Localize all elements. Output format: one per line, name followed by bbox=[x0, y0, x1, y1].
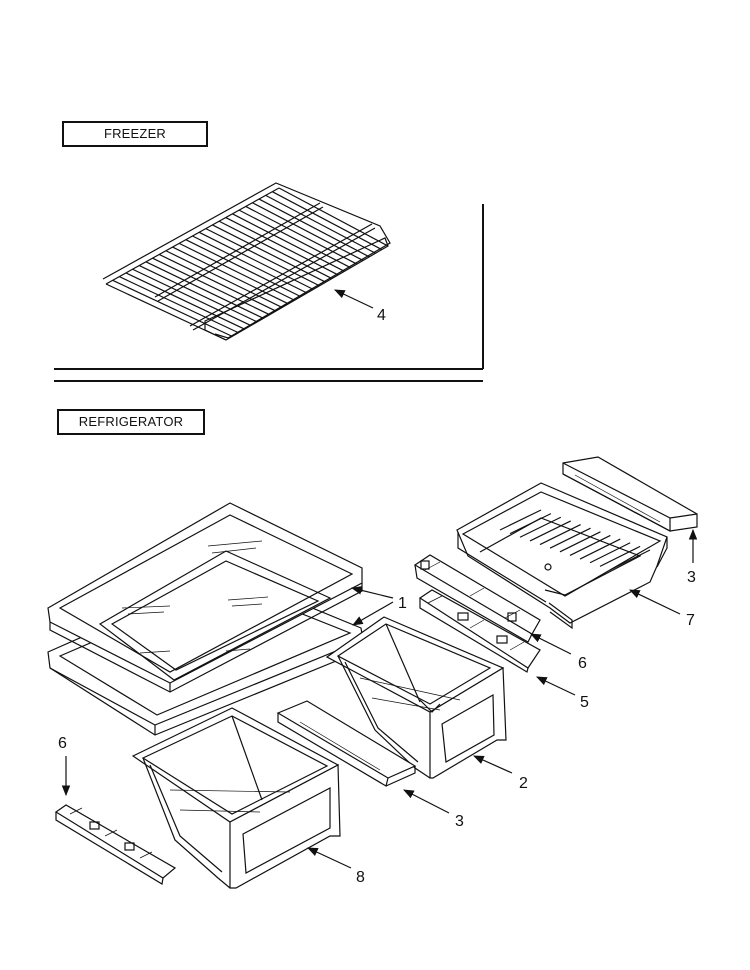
callout-4: 4 bbox=[334, 289, 386, 324]
callout-number: 1 bbox=[398, 595, 407, 612]
wire-bar bbox=[205, 228, 320, 287]
callout-2: 2 bbox=[473, 755, 528, 792]
wire-bar bbox=[198, 231, 314, 290]
callout-5: 5 bbox=[536, 676, 589, 711]
wire-bar bbox=[185, 239, 302, 298]
lower-end-cap bbox=[276, 700, 417, 787]
wire-bar bbox=[105, 283, 227, 341]
wire-bar bbox=[238, 209, 351, 269]
pan-rib bbox=[569, 534, 611, 556]
wire-bar bbox=[145, 261, 264, 319]
left-crisper bbox=[131, 707, 341, 889]
wire-bar bbox=[172, 246, 289, 305]
pan-rib bbox=[529, 520, 571, 542]
callout-number: 4 bbox=[377, 307, 386, 324]
pan-rib bbox=[549, 527, 591, 549]
wire-bar bbox=[158, 253, 277, 312]
wire-bar bbox=[152, 257, 270, 316]
pan-rib bbox=[599, 545, 641, 567]
callout-number: 3 bbox=[687, 569, 696, 586]
callout-8: 8 bbox=[307, 847, 365, 886]
wire-bar bbox=[165, 250, 283, 309]
callout-6-upper: 6 bbox=[530, 633, 587, 672]
callout-number: 7 bbox=[686, 612, 695, 629]
wire-bar bbox=[232, 213, 345, 272]
wire-bar bbox=[139, 264, 258, 323]
pan-rib bbox=[559, 531, 601, 553]
pan-rib bbox=[499, 509, 542, 531]
wire-bar bbox=[178, 242, 295, 301]
wire-bar bbox=[192, 235, 308, 294]
wire-bar bbox=[265, 194, 376, 254]
callout-number: 6 bbox=[58, 735, 67, 752]
callout-3-upper: 3 bbox=[687, 528, 698, 586]
wire-bar bbox=[218, 220, 333, 280]
wire-bar bbox=[132, 268, 252, 327]
wire-bar bbox=[252, 202, 364, 261]
upper-end-cap bbox=[562, 456, 698, 532]
freezer-section-label: FREEZER bbox=[62, 121, 208, 147]
pan-rib bbox=[539, 524, 581, 546]
callout-number: 6 bbox=[578, 655, 587, 672]
wire-bar bbox=[258, 198, 370, 258]
right-crisper bbox=[325, 616, 507, 779]
wire-bar bbox=[212, 224, 326, 283]
wire-bar bbox=[119, 276, 239, 334]
callout-number: 2 bbox=[519, 775, 528, 792]
wire-bar bbox=[225, 217, 339, 276]
wire-bar bbox=[112, 279, 233, 337]
wire-bar bbox=[272, 191, 383, 251]
wire-bar bbox=[125, 272, 245, 330]
upper-slide bbox=[413, 554, 541, 643]
upper-pan bbox=[456, 482, 668, 630]
pan-rib bbox=[519, 516, 562, 538]
callout-7: 7 bbox=[629, 589, 695, 629]
callout-3-lower: 3 bbox=[403, 789, 464, 830]
glass-shelf bbox=[47, 502, 364, 736]
pan-rib bbox=[589, 542, 631, 564]
callout-number: 3 bbox=[455, 813, 464, 830]
wire-bar bbox=[278, 187, 389, 247]
wire-shelf bbox=[102, 182, 391, 341]
mid-slide bbox=[418, 589, 541, 673]
pan-rib bbox=[609, 549, 651, 571]
pan-rib bbox=[579, 538, 621, 560]
refrigerator-section-label: REFRIGERATOR bbox=[57, 409, 205, 435]
callout-1: 1 bbox=[350, 586, 407, 626]
callout-number: 5 bbox=[580, 694, 589, 711]
callout-number: 8 bbox=[356, 869, 365, 886]
pan-rib bbox=[509, 513, 552, 535]
wire-bar bbox=[245, 205, 358, 265]
left-slide bbox=[54, 804, 177, 885]
section-divider bbox=[54, 204, 484, 382]
callout-6-left: 6 bbox=[58, 735, 71, 797]
